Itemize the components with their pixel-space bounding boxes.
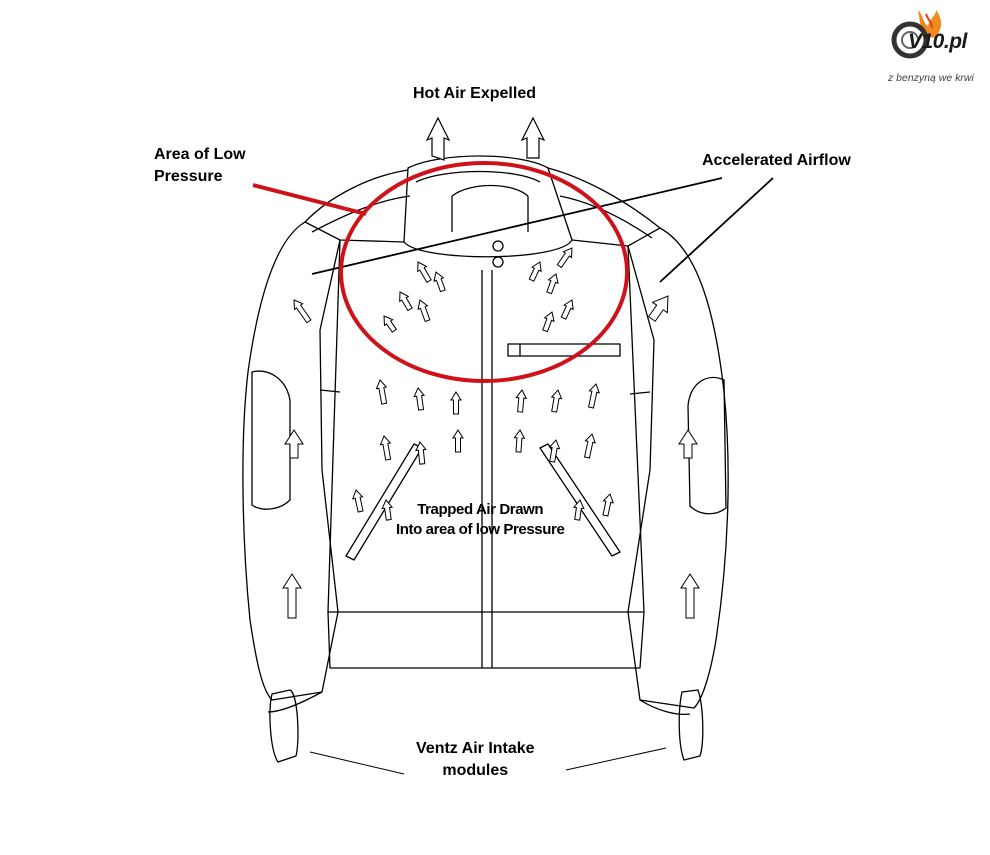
ventz-right-pointer bbox=[565, 747, 667, 771]
low-pressure-highlight bbox=[252, 161, 629, 383]
ventz-left-pointer bbox=[309, 751, 405, 775]
right-elbow-patch bbox=[687, 376, 727, 515]
left-elbow-patch bbox=[251, 370, 291, 510]
trapped-air-line-1: Trapped Air Drawn bbox=[417, 501, 544, 518]
airflow-arrow-icon bbox=[546, 273, 559, 295]
airflow-arrow-icon bbox=[515, 389, 528, 413]
low-pressure-ellipse bbox=[339, 161, 629, 383]
low-pressure-label: Area of Low Pressure bbox=[154, 144, 246, 187]
airflow-arrow-icon bbox=[556, 247, 573, 269]
airflow-arrow-icon bbox=[284, 429, 304, 459]
airflow-arrow-icon bbox=[417, 299, 431, 323]
airflow-arrow-icon bbox=[513, 429, 526, 453]
jacket-body bbox=[327, 239, 645, 669]
callout-lines bbox=[309, 177, 774, 775]
hot-air-arrows bbox=[425, 116, 546, 161]
airflow-arrow-icon bbox=[602, 493, 615, 517]
airflow-sleeve-pointer bbox=[659, 177, 774, 283]
left-shoulder bbox=[304, 169, 409, 243]
airflow-arrow-icon bbox=[381, 499, 394, 521]
right-sleeve bbox=[627, 227, 729, 709]
airflow-arrow-icon bbox=[572, 499, 585, 521]
right-pocket bbox=[539, 443, 621, 557]
airflow-arrow-icon bbox=[583, 433, 597, 459]
ventz-label: Ventz Air Intake modules bbox=[416, 738, 535, 781]
zipper bbox=[481, 270, 493, 668]
airflow-arrow-icon bbox=[548, 439, 561, 463]
right-shoulder bbox=[547, 167, 661, 247]
left-exhaust-arrow-icon bbox=[425, 116, 451, 161]
right-cuff bbox=[678, 689, 704, 761]
airflow-arrow-icon bbox=[417, 261, 432, 283]
airflow-arrow-icon bbox=[415, 441, 427, 465]
airflow-arrow-icon bbox=[678, 429, 698, 459]
tire-flame-icon bbox=[891, 10, 942, 59]
ventz-line-1: Ventz Air Intake bbox=[416, 740, 535, 757]
airflow-arrow-icon bbox=[351, 489, 364, 513]
airflow-arrow-icon bbox=[452, 429, 464, 453]
airflow-arrow-icon bbox=[293, 299, 312, 324]
low-pressure-pointer bbox=[252, 183, 367, 216]
left-cuff bbox=[269, 689, 299, 763]
left-sleeve bbox=[242, 221, 341, 701]
hot-air-label: Hot Air Expelled bbox=[413, 85, 536, 102]
airflow-arrow-icon bbox=[560, 299, 574, 320]
airflow-arrow-icon bbox=[680, 573, 700, 619]
accelerated-airflow-label: Accelerated Airflow bbox=[702, 152, 851, 169]
collar bbox=[403, 155, 573, 258]
airflow-arrow-icon bbox=[282, 573, 302, 619]
airflow-arrow-icon bbox=[550, 389, 563, 413]
airflow-arrow-icon bbox=[399, 291, 413, 312]
airflow-arrow-icon bbox=[383, 315, 398, 333]
low-pressure-line-1: Area of Low bbox=[154, 146, 246, 163]
low-pressure-line-2: Pressure bbox=[154, 167, 223, 185]
chest-pocket bbox=[507, 343, 621, 357]
collar-snap bbox=[492, 240, 504, 252]
airflow-arrow-icon bbox=[647, 295, 669, 322]
jacket-outline bbox=[242, 155, 729, 763]
airflow-arrow-icon bbox=[379, 435, 392, 461]
airflow-arrows bbox=[282, 247, 700, 619]
airflow-arrow-icon bbox=[413, 387, 426, 411]
accelerated-pointer bbox=[311, 177, 723, 275]
airflow-arrow-icon bbox=[587, 383, 601, 409]
airflow-arrow-icon bbox=[433, 271, 446, 293]
logo-tagline: z benzyną we krwi bbox=[888, 72, 974, 84]
airflow-arrow-icon bbox=[375, 379, 388, 405]
trapped-air-line-2: Into area of low Pressure bbox=[396, 521, 565, 539]
airflow-arrow-icon bbox=[528, 261, 542, 282]
airflow-arrow-icon bbox=[542, 311, 555, 333]
ventz-line-2: modules bbox=[442, 761, 509, 779]
logo-brand: V10.pl bbox=[908, 30, 967, 53]
trapped-air-label: Trapped Air Drawn Into area of low Press… bbox=[396, 500, 565, 541]
v10-logo: V10.pl z benzyną we krwi bbox=[880, 6, 986, 88]
airflow-arrow-icon bbox=[450, 391, 462, 415]
right-exhaust-arrow-icon bbox=[520, 116, 546, 159]
